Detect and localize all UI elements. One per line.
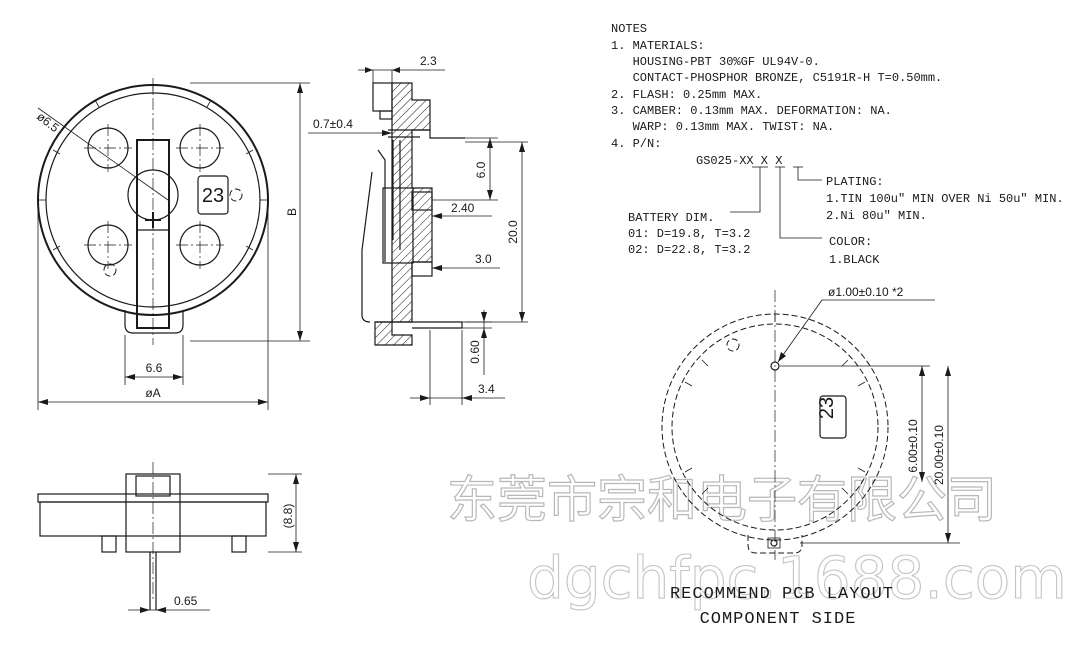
plating-option-1: 1.TIN 100u" MIN OVER Ni 50u" MIN. (826, 192, 1064, 206)
dim-8-8: (8.8) (281, 504, 295, 529)
color-title: COLOR: (829, 235, 872, 249)
bottom-side-view: (8.8) 0.65 (37, 462, 302, 613)
dim-b: B (285, 208, 299, 216)
dim-0-65: 0.65 (174, 594, 198, 608)
notes-heading: NOTES (611, 22, 647, 36)
dim-pcb-20-00: 20.00±0.10 (932, 425, 946, 485)
dim-6-6: 6.6 (146, 361, 163, 375)
watermark-url: dgchfpc.1688.com (527, 544, 1067, 612)
part-number-code: GS025-XX X X (696, 154, 782, 168)
pcb-title-line-2: COMPONENT SIDE (700, 610, 857, 629)
notes-line: 3. CAMBER: 0.13mm MAX. DEFORMATION: NA. (611, 104, 892, 118)
dim-20-0: 20.0 (506, 220, 520, 244)
dim-2-3: 2.3 (420, 54, 437, 68)
notes-line: HOUSING-PBT 30%GF UL94V-0. (611, 55, 820, 69)
notes-line: 4. P/N: (611, 137, 661, 151)
notes-line: 1. MATERIALS: (611, 39, 705, 53)
side-section-view: 2.3 0.7±0.4 6.0 20.0 2.40 3.0 0.60 (308, 54, 528, 405)
watermark-company: 东莞市宗和电子有限公司 (447, 471, 997, 529)
pcb-badge-23: 23 (816, 397, 838, 419)
battery-dim-02: 02: D=22.8, T=3.2 (628, 243, 750, 257)
notes-line: CONTACT-PHOSPHOR BRONZE, C5191R-H T=0.50… (611, 71, 942, 85)
dim-phi65: ø6.5 (34, 109, 62, 135)
dim-2-40: 2.40 (451, 201, 475, 215)
badge-23: 23 (202, 185, 224, 207)
plating-title: PLATING: (826, 175, 884, 189)
pcb-title-line-1: RECOMMEND PCB LAYOUT (670, 585, 894, 604)
dim-pcb-6-00: 6.00±0.10 (906, 419, 920, 473)
dim-phi-a: øA (145, 386, 160, 400)
dim-6-0: 6.0 (474, 161, 488, 178)
color-option-1: 1.BLACK (829, 253, 880, 267)
notes-block: NOTES 1. MATERIALS: HOUSING-PBT 30%GF UL… (611, 22, 1064, 267)
dim-3-0: 3.0 (475, 252, 492, 266)
dim-0-7: 0.7±0.4 (313, 117, 353, 131)
dim-hole-diameter: ø1.00±0.10 *2 (828, 285, 904, 299)
notes-line: 2. FLASH: 0.25mm MAX. (611, 88, 762, 102)
battery-dim-01: 01: D=19.8, T=3.2 (628, 227, 750, 241)
dim-0-60: 0.60 (468, 340, 482, 364)
notes-line: WARP: 0.13mm MAX. TWIST: NA. (611, 120, 834, 134)
pcb-layout-view: 23 ø1.00±0.10 *2 6.00±0.10 20.00±0.10 RE… (661, 285, 960, 629)
front-view: 23 ø6.5 B 6.6 øA (34, 78, 310, 410)
battery-dim-title: BATTERY DIM. (628, 211, 714, 225)
dim-3-4: 3.4 (478, 382, 495, 396)
plating-option-2: 2.Ni 80u" MIN. (826, 209, 927, 223)
